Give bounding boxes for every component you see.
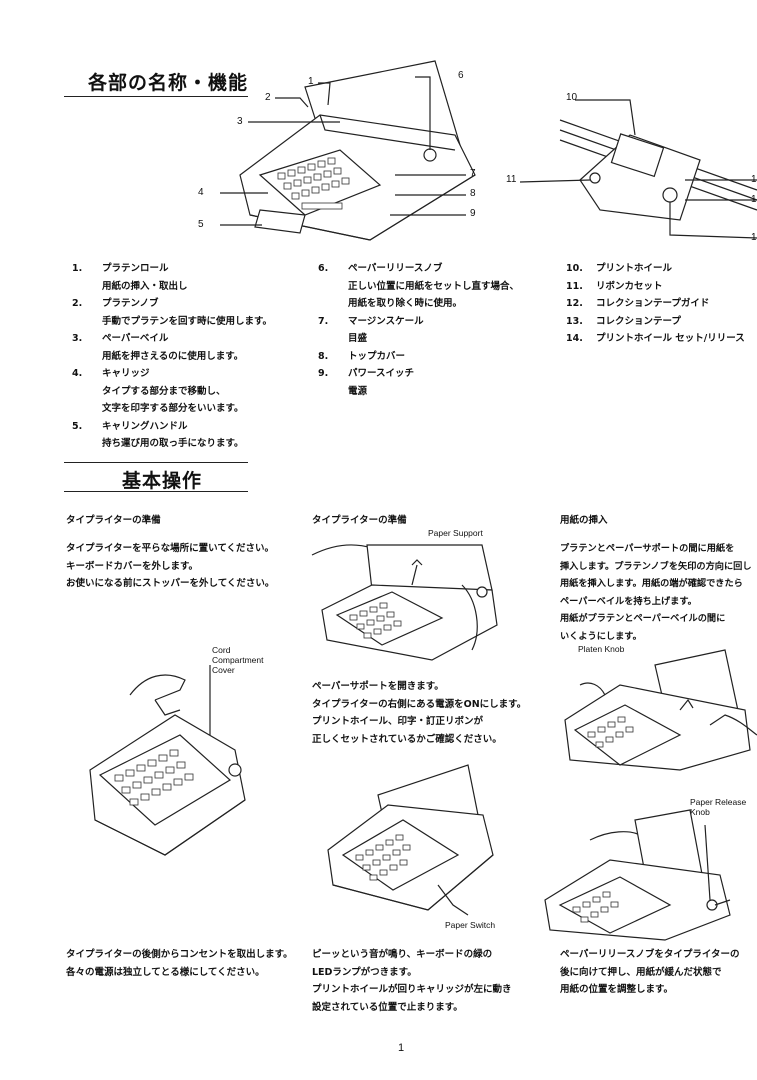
part-item: 8.トップカバー bbox=[318, 350, 406, 362]
col3-heading: 用紙の挿入 bbox=[560, 515, 608, 526]
part-item: 14.プリントホイール セット/リリース bbox=[566, 333, 745, 344]
callout-7: 7 bbox=[470, 168, 476, 179]
callout-11: 11 bbox=[506, 174, 517, 185]
part-item: 3.ペーパーベイル bbox=[72, 333, 169, 344]
part-item: 13.コレクションテープ bbox=[566, 315, 681, 327]
paper-support-label: Paper Support bbox=[428, 528, 483, 538]
page-number: 1 bbox=[398, 1042, 405, 1054]
paper-switch-figure bbox=[327, 764, 494, 916]
title-underline bbox=[64, 491, 248, 492]
part-item: 7.マージンスケール bbox=[318, 315, 424, 327]
part-desc: 電源 bbox=[348, 385, 368, 397]
title-underline bbox=[64, 96, 248, 97]
callout-9: 9 bbox=[470, 208, 476, 219]
paper-release-knob-label: Paper Release Knob bbox=[690, 797, 747, 817]
platen-knob-label: Platen Knob bbox=[578, 644, 625, 654]
part-item: 6.ペーパーリリースノブ bbox=[318, 263, 443, 274]
part-item: 12.コレクションテープガイド bbox=[566, 298, 710, 309]
callout-10: 10 bbox=[566, 92, 578, 103]
part-item: 4.キャリッジ bbox=[72, 368, 150, 379]
title-overline bbox=[64, 462, 248, 463]
col1-text: タイプライターを平らな場所に置いてください。 キーボードカバーを外します。 お使… bbox=[66, 543, 275, 589]
part-desc: 用紙を取り除く時に使用。 bbox=[348, 298, 463, 309]
cord-compartment-label: Cord Compartment Cover bbox=[212, 645, 264, 675]
col1-heading: タイプライターの準備 bbox=[66, 515, 161, 526]
part-desc: 用紙の挿入・取出し bbox=[102, 280, 188, 292]
col3-bottom-text: ペーパーリリースノブをタイプライターの 後に向けて押し、用紙が緩んだ状態で 用紙… bbox=[560, 949, 740, 995]
part-item: 9.パワースイッチ bbox=[318, 368, 415, 379]
col2-heading: タイプライターの準備 bbox=[312, 515, 407, 526]
callout-14: 1 bbox=[751, 232, 757, 243]
callout-1: 1 bbox=[308, 76, 314, 87]
callout-13: 1 bbox=[751, 194, 757, 205]
paper-release-figure bbox=[544, 809, 731, 941]
part-desc: タイプする部分まで移動し、 bbox=[102, 385, 226, 397]
section-title-basic: 基本操作 bbox=[122, 470, 203, 492]
paper-support-figure bbox=[311, 544, 498, 661]
callout-12: 1 bbox=[751, 174, 757, 185]
part-item: 10.プリントホイール bbox=[566, 263, 673, 274]
parts-list-col2: 6.ペーパーリリースノブ 正しい位置に用紙をセットし直す場合、 用紙を取り除く時… bbox=[318, 260, 519, 400]
part-desc: 正しい位置に用紙をセットし直す場合、 bbox=[348, 280, 520, 292]
section-title-parts: 各部の名称・機能 bbox=[88, 72, 249, 94]
col2-bottom-text: ピーッという音が鳴り、キーボードの緑の LEDランプがつきます。 プリントホイー… bbox=[312, 949, 512, 1013]
callout-5: 5 bbox=[198, 219, 204, 230]
col1-bottom-text: タイプライターの後側からコンセントを取出します。 各々の電源は独立してとる様にし… bbox=[66, 949, 293, 978]
part-desc: 持ち運び用の取っ手になります。 bbox=[102, 438, 244, 449]
paper-switch-label: Paper Switch bbox=[445, 920, 496, 930]
part-desc: 目盛 bbox=[348, 333, 368, 344]
callout-3: 3 bbox=[237, 116, 243, 127]
paper-insert-figure bbox=[564, 649, 757, 771]
col3-text: プラテンとペーパーサポートの間に用紙を 挿入します。プラテンノブを矢印の方向に回… bbox=[560, 543, 752, 642]
callout-4: 4 bbox=[198, 187, 204, 198]
part-desc: 用紙を押さえるのに使用します。 bbox=[102, 350, 244, 362]
cord-compartment-figure bbox=[89, 665, 246, 856]
col2-text: ペーパーサポートを開きます。 タイプライターの右側にある電源をONにします。 プ… bbox=[312, 681, 527, 745]
part-item: 1.プラテンロール bbox=[72, 263, 169, 274]
part-item: 11.リボンカセット bbox=[566, 280, 663, 292]
part-item: 2.プラテンノブ bbox=[72, 298, 159, 309]
callout-6: 6 bbox=[458, 70, 464, 81]
callout-2: 2 bbox=[265, 92, 271, 103]
part-desc: 手動でプラテンを回す時に使用します。 bbox=[102, 315, 273, 327]
callout-8: 8 bbox=[470, 188, 476, 199]
part-item: 5.キャリングハンドル bbox=[72, 420, 188, 432]
typewriter-parts-diagram bbox=[220, 60, 476, 241]
parts-list-col3: 10.プリントホイール 11.リボンカセット 12.コレクションテープガイド 1… bbox=[566, 260, 745, 348]
parts-list-col1: 1.プラテンロール 用紙の挿入・取出し 2.プラテンノブ 手動でプラテンを回す時… bbox=[72, 260, 272, 453]
part-desc: 文字を印字する部分をいいます。 bbox=[102, 403, 244, 414]
print-wheel-detail-diagram bbox=[519, 99, 757, 239]
